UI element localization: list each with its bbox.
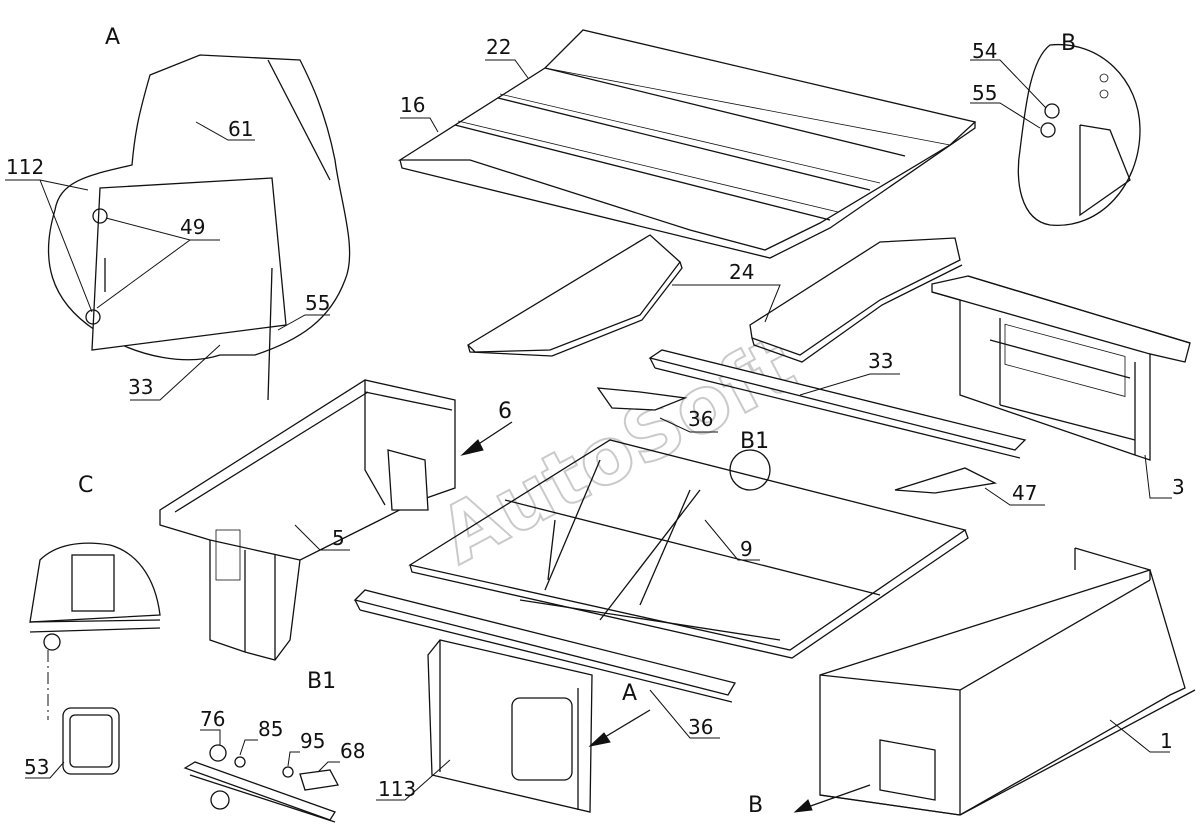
callout-61: 61 [228, 117, 253, 141]
arrow-6 [460, 421, 513, 456]
callout-49: 53 [24, 755, 49, 779]
seal-49-inner [69, 714, 113, 768]
arrow-label-6: 6 [498, 399, 512, 424]
callout-47: 49 [180, 215, 205, 239]
main-body-1 [819, 547, 1196, 816]
view-label-b: B [1061, 31, 1076, 56]
subframe-9 [408, 439, 969, 659]
side-panels-22 [466, 234, 963, 363]
view-label-c: C [78, 473, 93, 498]
callout-5: 5 [332, 526, 345, 550]
cab-frame-5 [159, 379, 456, 661]
bracket-36-upper [596, 387, 688, 411]
callout-9: 9 [740, 537, 753, 561]
callout-15: 16 [400, 93, 425, 117]
callout-113: 113 [378, 777, 416, 801]
callout-33-upper: 33 [868, 349, 893, 373]
arrow-label-b: B [748, 793, 763, 818]
callout-53: 55 [305, 291, 330, 315]
view-label-b1: B1 [307, 669, 336, 694]
callout-55: 55 [972, 81, 997, 105]
bracket-36-right [894, 467, 998, 494]
top-floor-panel [397, 29, 977, 259]
rail-33-lower [353, 589, 736, 703]
rear-panel-3 [931, 275, 1191, 461]
callout-112: 112 [6, 155, 44, 179]
b1-highlight-circle [729, 449, 771, 491]
callout-76: 76 [200, 707, 225, 731]
arrow-b [793, 784, 871, 813]
arrow-a [588, 709, 651, 747]
callout-24: 33 [128, 375, 153, 399]
detail-view-c [29, 542, 161, 720]
callout-1: 1 [1160, 729, 1173, 753]
callout-3: 3 [1172, 475, 1185, 499]
seal-49 [62, 707, 120, 775]
rail-33-upper [648, 349, 1027, 459]
callout-95: 95 [300, 729, 325, 753]
detail-view-a [47, 54, 351, 401]
door-panel-113 [427, 639, 593, 813]
callout-33-lower: 36 [688, 715, 713, 739]
arrow-label-a: A [622, 681, 637, 706]
callout-68: 68 [340, 739, 365, 763]
view-label-a: A [105, 25, 120, 50]
callout-36-upper: 36 [688, 407, 713, 431]
detail-view-b [1017, 43, 1141, 226]
callout-36-right: 47 [1012, 481, 1037, 505]
callout-22: 24 [729, 260, 754, 284]
callout-85: 85 [258, 717, 283, 741]
detail-b1-hardware [183, 744, 340, 823]
callout-16: 22 [486, 35, 511, 59]
callout-leaders [5, 59, 1172, 801]
arrow-label-b1: B1 [740, 429, 769, 454]
callout-54: 54 [972, 39, 997, 63]
